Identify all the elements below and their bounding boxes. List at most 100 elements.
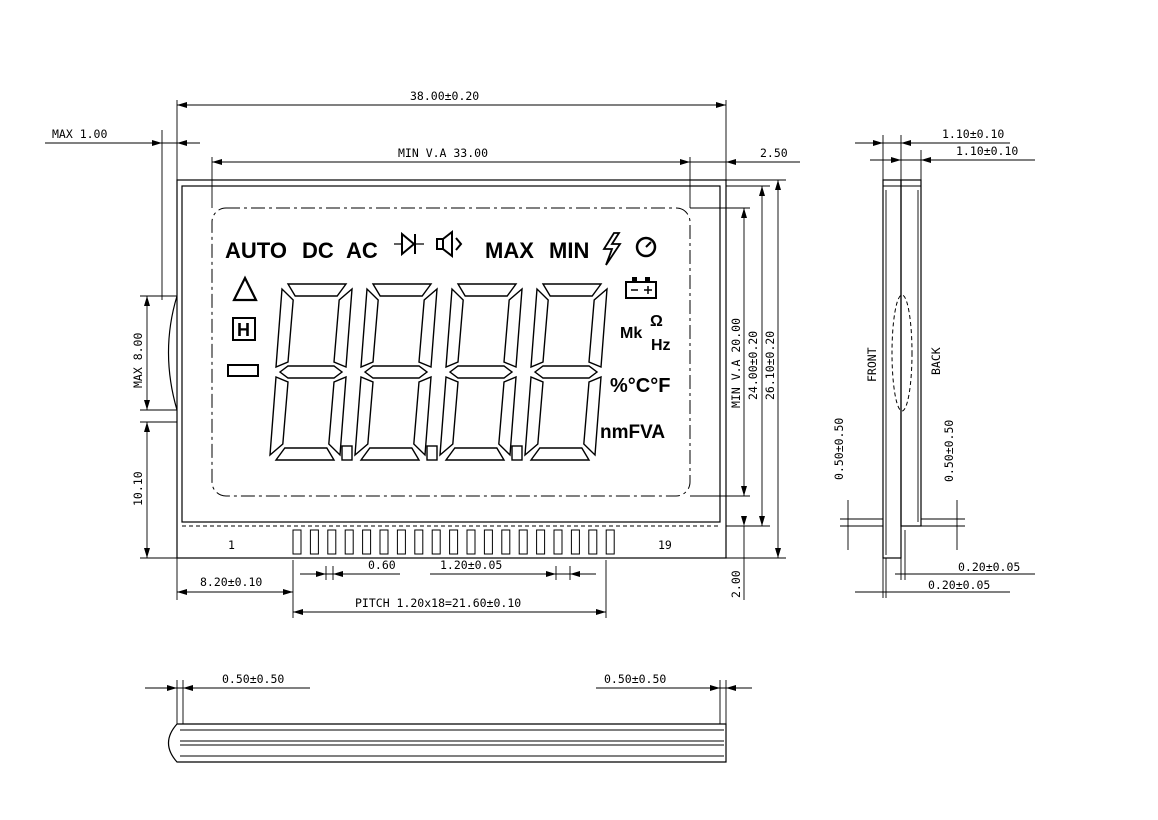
- battery-icon: [625, 277, 657, 299]
- side-bottom-dim-1: 0.20±0.05: [958, 560, 1020, 574]
- digit-1-seg-f: [275, 287, 294, 369]
- overall-height-dim: 26.10±0.20: [763, 331, 777, 400]
- side-top-dim-2: 1.10±0.10: [956, 144, 1018, 158]
- max-tab-dim: MAX 8.00: [131, 333, 145, 388]
- side-top-dim-1: 1.10±0.10: [942, 127, 1004, 141]
- decimal-point-1: [341, 445, 353, 461]
- pin-15: [536, 529, 546, 555]
- max-left-dim: MAX 1.00: [52, 127, 107, 141]
- glass-height-dim: 24.00±0.20: [746, 331, 760, 400]
- digit-2-seg-a: [371, 283, 433, 297]
- view-area-width-dim: MIN V.A 33.00: [398, 146, 488, 160]
- decimal-point-2: [426, 445, 438, 461]
- pin-11: [466, 529, 476, 555]
- pin-8: [414, 529, 424, 555]
- lightning-icon: [602, 232, 622, 266]
- diode-icon: [394, 231, 424, 257]
- pin-19-label: 19: [658, 538, 672, 552]
- seven-segment-display: [269, 283, 608, 461]
- pin-9: [431, 529, 441, 555]
- pin-spacing-dim: 1.20±0.05: [440, 558, 502, 572]
- side-left-dim: 0.50±0.50: [832, 418, 846, 480]
- pin-2: [309, 529, 319, 555]
- pin-12: [483, 529, 493, 555]
- digit-3-seg-g: [448, 365, 514, 379]
- side-right-dim: 0.50±0.50: [942, 420, 956, 482]
- side-bottom-dim-2: 0.20±0.05: [928, 578, 990, 592]
- front-view: AUTO DC AC MAX MIN H: [167, 179, 727, 559]
- digit-4-seg-e: [524, 375, 544, 457]
- svg-text:H: H: [237, 320, 250, 340]
- ac-indicator: AC: [346, 238, 378, 263]
- digit-2-seg-c: [413, 375, 432, 457]
- viewing-area: [211, 207, 691, 497]
- glass-outline: [176, 179, 727, 559]
- digit-4-seg-g: [533, 365, 599, 379]
- pin-10: [449, 529, 459, 555]
- digit-2-seg-d: [359, 447, 421, 461]
- digit-2-seg-f: [360, 287, 379, 369]
- back-label: BACK: [929, 347, 943, 375]
- pitch-dim: PITCH 1.20x18=21.60±0.10: [355, 596, 521, 610]
- digit-3-seg-f: [445, 287, 464, 369]
- digit-1-seg-c: [328, 375, 347, 457]
- digit-1-seg-d: [274, 447, 336, 461]
- pin-offset-dim: 8.20±0.10: [200, 575, 262, 589]
- view-area-height-dim: MIN V.A 20.00: [729, 318, 743, 408]
- mk-indicator: Mk: [620, 325, 642, 342]
- auto-indicator: AUTO: [225, 238, 287, 263]
- warning-triangle-icon: [232, 275, 258, 302]
- max-indicator: MAX: [485, 238, 534, 263]
- digit-3-seg-c: [498, 375, 517, 457]
- pin-19: [605, 529, 615, 555]
- minus-sign: [227, 364, 259, 377]
- pin-3: [327, 529, 337, 555]
- digit-4-seg-a: [541, 283, 603, 297]
- pin-row: [292, 529, 615, 555]
- units-indicator: nmFVA: [600, 422, 665, 443]
- digit-1-seg-a: [286, 283, 348, 297]
- digit-1-seg-e: [269, 375, 289, 457]
- pin-13: [501, 529, 511, 555]
- side-view: FRONT BACK 1.10±0.10 1.10±0.10 0.50±0.50…: [832, 127, 1035, 598]
- digit-3-seg-e: [439, 375, 459, 457]
- digit-1-seg-g: [278, 365, 344, 379]
- digit-4-seg-b: [588, 287, 608, 369]
- digit-2-seg-b: [418, 287, 438, 369]
- percent-temp-indicator: %°C°F: [610, 375, 670, 397]
- min-indicator: MIN: [549, 238, 589, 263]
- digit-3-seg-d: [444, 447, 506, 461]
- bottom-view: 0.50±0.50 0.50±0.50: [145, 672, 752, 763]
- digit-1-seg-b: [333, 287, 353, 369]
- front-dimensions: 38.00±0.20 MAX 1.00 MIN V.A 33.00 2.50: [45, 89, 800, 618]
- pin-7: [396, 529, 406, 555]
- decimal-point-3: [511, 445, 523, 461]
- dc-indicator: DC: [302, 238, 334, 263]
- digit-4-seg-d: [529, 447, 591, 461]
- digit-3-seg-b: [503, 287, 523, 369]
- pin-16: [553, 529, 563, 555]
- digit-4-seg-f: [530, 287, 549, 369]
- pin-1-label: 1: [228, 538, 235, 552]
- speaker-icon: [436, 229, 463, 259]
- pin-14: [518, 529, 528, 555]
- digit-4-seg-c: [583, 375, 602, 457]
- pin-4: [344, 529, 354, 555]
- pin-18: [588, 529, 598, 555]
- pin-width-dim: 0.60: [368, 558, 396, 572]
- pin-5: [362, 529, 372, 555]
- pin-row-height-dim: 10.10: [131, 471, 145, 506]
- pin-6: [379, 529, 389, 555]
- hold-indicator: H: [232, 317, 256, 341]
- right-offset-dim: 2.50: [760, 146, 788, 160]
- timer-icon: [635, 236, 657, 258]
- front-label: FRONT: [865, 347, 879, 382]
- overall-width-dim: 38.00±0.20: [410, 89, 479, 103]
- digit-2-seg-e: [354, 375, 374, 457]
- left-tab: [167, 295, 178, 411]
- digit-2-seg-g: [363, 365, 429, 379]
- polarizer-outline: [181, 185, 721, 523]
- hz-indicator: Hz: [651, 337, 671, 354]
- ohm-indicator: Ω: [650, 313, 663, 330]
